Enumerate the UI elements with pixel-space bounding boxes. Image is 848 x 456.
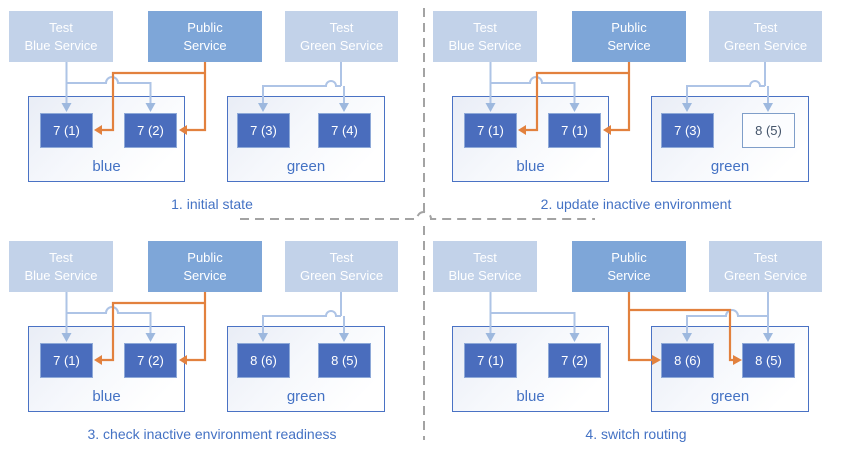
service-label-line: Public	[187, 250, 223, 266]
pod-green-1: 7 (3)	[661, 113, 714, 148]
quadrant-initial-state: Test Blue Service Public Service Test Gr…	[0, 0, 424, 226]
service-label-line: Green Service	[299, 267, 384, 283]
test-green-service-box: Test Green Service	[709, 11, 822, 62]
public-service-box: Public Service	[572, 11, 686, 62]
test-green-service-box: Test Green Service	[285, 241, 398, 292]
pod-green-2: 7 (4)	[318, 113, 371, 148]
quadrant-switch-routing: Test Blue Service Public Service Test Gr…	[424, 230, 848, 456]
service-label-line: Service	[183, 37, 227, 53]
green-environment-label: green	[286, 158, 326, 175]
pod-blue-2: 7 (2)	[124, 113, 177, 148]
service-label-line: Test	[753, 250, 778, 266]
step-caption: 1. initial state	[171, 196, 253, 212]
pod-green-2: 8 (5)	[318, 343, 371, 378]
service-label-line: Test	[473, 250, 497, 266]
test-blue-service-box: Test Blue Service	[433, 11, 537, 62]
service-label-line: Test	[753, 20, 778, 36]
test-green-service-box: Test Green Service	[285, 11, 398, 62]
service-label-line: Test	[329, 20, 354, 36]
pod-green-1: 8 (6)	[661, 343, 714, 378]
quadrant-update-inactive: Test Blue Service Public Service Test Gr…	[424, 0, 848, 226]
pod-blue-1: 7 (1)	[464, 113, 517, 148]
blue-environment-label: blue	[516, 388, 545, 405]
service-label-line: Service	[183, 267, 227, 283]
service-label-line: Public	[187, 20, 223, 36]
test-blue-service-box: Test Blue Service	[9, 11, 113, 62]
public-service-box: Public Service	[148, 11, 262, 62]
step-caption: 4. switch routing	[585, 426, 687, 442]
service-label-line: Public	[611, 20, 647, 36]
pod-blue-2: 7 (1)	[548, 113, 601, 148]
test-blue-service-box: Test Blue Service	[9, 241, 113, 292]
service-label-line: Service	[607, 267, 651, 283]
service-label-line: Test	[329, 250, 354, 266]
service-label-line: Blue Service	[448, 37, 522, 53]
service-label-line: Service	[607, 37, 651, 53]
service-label-line: Green Service	[723, 37, 808, 53]
service-label-line: Blue Service	[24, 37, 98, 53]
pod-blue-1: 7 (1)	[40, 113, 93, 148]
pod-green-2-updating: 8 (5)	[742, 113, 795, 148]
blue-environment-label: blue	[92, 388, 121, 405]
green-environment-label: green	[710, 158, 750, 175]
pod-blue-1: 7 (1)	[40, 343, 93, 378]
service-label-line: Blue Service	[24, 267, 98, 283]
public-service-box: Public Service	[572, 241, 686, 292]
service-label-line: Test	[473, 20, 497, 36]
service-label-line: Test	[49, 250, 73, 266]
pod-blue-2: 7 (2)	[548, 343, 601, 378]
blue-environment-label: blue	[92, 158, 121, 175]
service-label-line: Green Service	[723, 267, 808, 283]
pod-blue-2: 7 (2)	[124, 343, 177, 378]
pod-blue-1: 7 (1)	[464, 343, 517, 378]
public-service-box: Public Service	[148, 241, 262, 292]
service-label-line: Blue Service	[448, 267, 522, 283]
pod-green-2: 8 (5)	[742, 343, 795, 378]
pod-green-1: 7 (3)	[237, 113, 290, 148]
pod-green-1: 8 (6)	[237, 343, 290, 378]
green-environment-label: green	[286, 388, 326, 405]
service-label-line: Test	[49, 20, 73, 36]
test-green-service-box: Test Green Service	[709, 241, 822, 292]
test-blue-service-box: Test Blue Service	[433, 241, 537, 292]
blue-environment-label: blue	[516, 158, 545, 175]
step-caption: 3. check inactive environment readiness	[87, 426, 337, 442]
service-label-line: Public	[611, 250, 647, 266]
service-label-line: Green Service	[299, 37, 384, 53]
step-caption: 2. update inactive environment	[540, 196, 732, 212]
green-environment-label: green	[710, 388, 750, 405]
quadrant-check-readiness: Test Blue Service Public Service Test Gr…	[0, 230, 424, 456]
